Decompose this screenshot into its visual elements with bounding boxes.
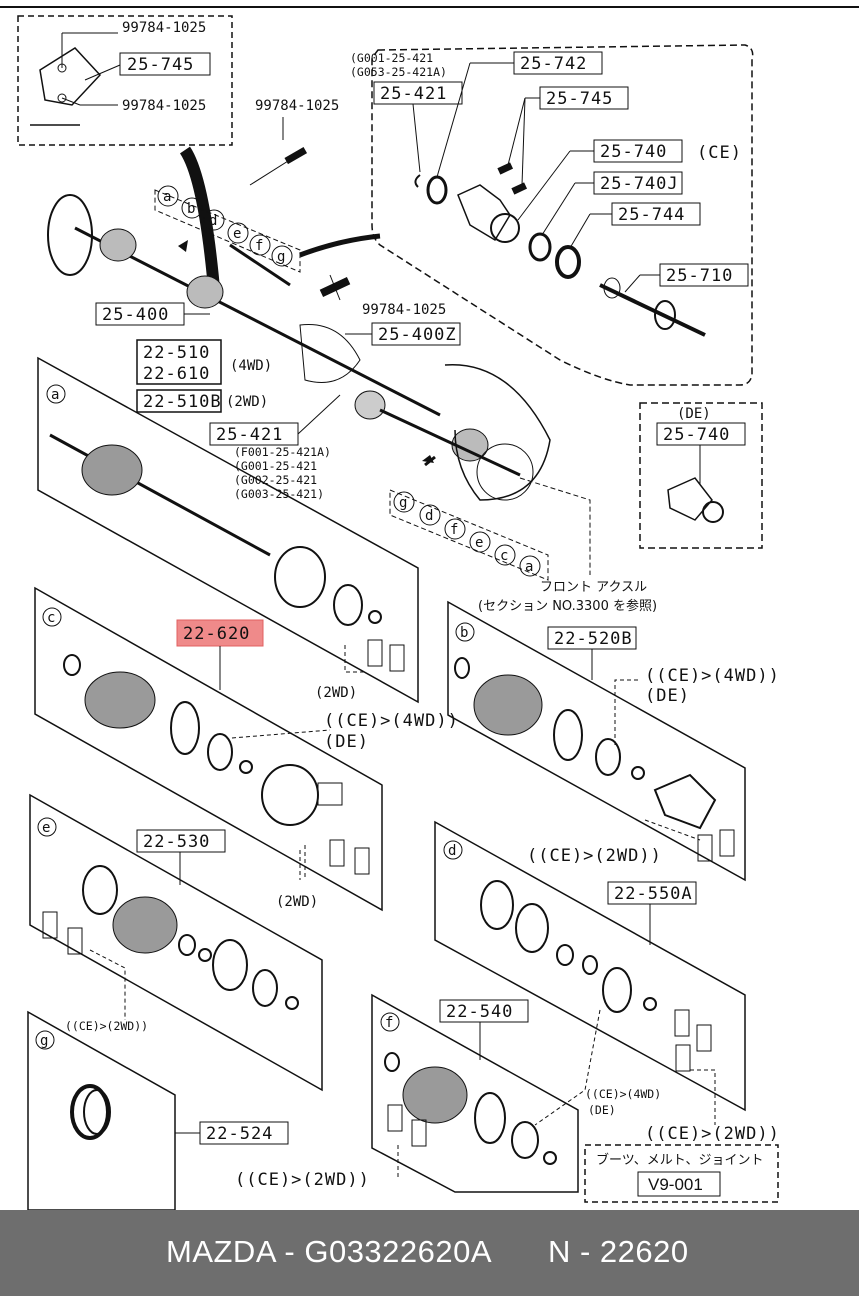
part-no-99784-inset-a: 99784-1025: [122, 20, 206, 36]
label-ce-2wd-panel-d: ((CE)>(2WD)): [527, 846, 662, 866]
label-ce-4wd-panel-f: ((CE)>(4WD): [585, 1087, 661, 1101]
code-g002: (G002-25-421: [234, 473, 317, 487]
front-axle-reference: フロント アクスル (セクション NO.3300 を参照): [478, 477, 657, 614]
part-no-25-745-inset: 25-745: [127, 55, 194, 75]
upper-labels: 99784-1025 99784-1025 25-400 25-400Z 22-…: [95, 98, 461, 501]
part-no-22-510B: 22-510B: [143, 392, 222, 412]
joint-index-lower: g d f e c a: [389, 489, 549, 581]
letter-g-lower: g: [399, 495, 407, 511]
panel-e-letter: e: [42, 820, 50, 836]
code-g003: (G003-25-421): [234, 487, 324, 501]
part-no-25-740J: 25-740J: [600, 174, 679, 194]
part-no-22-610: 22-610: [143, 364, 210, 384]
letter-e-upper: e: [233, 226, 241, 242]
label-ce-2wd-panel-f: ((CE)>(2WD)): [235, 1170, 370, 1190]
part-no-25-744: 25-744: [618, 205, 685, 225]
label-2wd-panel-a: (2WD): [315, 685, 357, 701]
footer-part-number: MAZDA - G03322620A: [166, 1234, 493, 1269]
panel-a: a (2WD): [37, 356, 419, 704]
highlighted-part-22-620: [177, 620, 263, 646]
panel-f: f 22-540 ((CE)>(4WD) (DE) ((CE)>(2WD)): [235, 993, 661, 1193]
code-g001-a: (G001-25-421: [350, 51, 433, 65]
part-no-25-710: 25-710: [666, 266, 733, 286]
part-no-22-520B: 22-520B: [554, 629, 633, 649]
part-no-99784-lower: 99784-1025: [362, 302, 446, 318]
label-de-panel-f: (DE): [588, 1103, 616, 1117]
part-no-99784-inset-b: 99784-1025: [122, 98, 206, 114]
panel-g-letter: g: [40, 1033, 48, 1049]
part-no-22-524: 22-524: [206, 1124, 273, 1144]
panel-c: c 22-620 ((CE)>(4WD)) (DE): [34, 586, 459, 912]
letter-f-upper: f: [255, 238, 263, 254]
boots-note-jp: ブーツ、メルト、ジョイント: [596, 1152, 763, 1168]
label-de-panel-c: (DE): [324, 732, 369, 752]
label-ce-4wd-panel-b: ((CE)>(4WD)): [645, 666, 780, 686]
part-no-25-740-de: 25-740: [663, 425, 730, 445]
panel-b: b 22-520B ((CE)>(4WD)) (DE): [447, 600, 780, 882]
code-f001: (F001-25-421A): [234, 445, 331, 459]
part-no-22-510: 22-510: [143, 343, 210, 363]
part-no-25-740: 25-740: [600, 142, 667, 162]
part-no-25-400Z: 25-400Z: [378, 325, 457, 345]
v9-reference-box: ((CE)>(2WD)) ブーツ、メルト、ジョイント V9-001: [584, 1124, 780, 1203]
letter-a-lower: a: [525, 559, 533, 575]
code-g001-b: (G001-25-421: [234, 459, 317, 473]
part-no-25-400: 25-400: [102, 305, 169, 325]
code-g053: (G053-25-421A): [350, 65, 447, 79]
part-no-22-540: 22-540: [446, 1002, 513, 1022]
label-2wd-upper: (2WD): [226, 394, 268, 410]
label-ce-740: (CE): [697, 143, 742, 163]
joint-index-upper: a b d e f g: [154, 185, 301, 273]
part-no-v9-001: V9-001: [648, 1175, 703, 1194]
part-no-25-421-mid: 25-421: [216, 425, 283, 445]
front-axle-note: フロント アクスル: [540, 580, 647, 595]
panel-e: e 22-530 (2WD) ((CE)>(2WD)): [29, 793, 323, 1092]
letter-g-upper: g: [277, 249, 285, 265]
part-no-25-421-top: 25-421: [380, 84, 447, 104]
label-ce-2wd-v9: ((CE)>(2WD)): [645, 1124, 780, 1144]
panel-b-letter: b: [460, 625, 468, 641]
section-reference-note: (セクション NO.3300 を参照): [478, 598, 657, 614]
panel-a-letter: a: [51, 387, 59, 403]
de-variant-box: (DE) 25-740: [639, 402, 763, 549]
letter-d-lower: d: [425, 508, 433, 524]
label-ce-4wd-panel-c: ((CE)>(4WD)): [324, 711, 459, 731]
label-de-box: (DE): [677, 406, 711, 422]
exploded-parts-diagram: 99784-1025 25-745 99784-1025 a b d e f: [0, 6, 859, 1211]
letter-e-lower: e: [475, 535, 483, 551]
letter-f-lower: f: [450, 522, 458, 538]
panel-d: d ((CE)>(2WD)) 22-550A: [434, 820, 746, 1125]
part-no-25-742: 25-742: [520, 54, 587, 74]
part-no-99784-mid: 99784-1025: [255, 98, 339, 114]
panel-c-letter: c: [47, 610, 55, 626]
footer-code: N - 22620: [548, 1234, 689, 1269]
inset-bracket-box: 99784-1025 25-745 99784-1025: [17, 15, 233, 146]
part-no-22-620: 22-620: [183, 624, 250, 644]
footer-bar: MAZDA - G03322620A N - 22620: [0, 1210, 859, 1296]
main-shaft-assembly: [47, 146, 551, 501]
right-detail-group: (G001-25-421 (G053-25-421A) 25-421 25-74…: [350, 44, 754, 386]
part-no-25-745: 25-745: [546, 89, 613, 109]
label-2wd-panel-e: (2WD): [276, 894, 318, 910]
letter-d-upper: d: [209, 213, 217, 229]
letter-b-upper: b: [187, 201, 195, 217]
letter-a-upper: a: [163, 189, 171, 205]
panel-d-letter: d: [448, 843, 456, 859]
letter-c-lower: c: [500, 548, 508, 564]
part-no-22-530: 22-530: [143, 832, 210, 852]
label-4wd-upper: (4WD): [230, 358, 272, 374]
part-no-22-550A: 22-550A: [614, 884, 693, 904]
label-de-panel-b: (DE): [645, 686, 690, 706]
panel-f-letter: f: [385, 1015, 393, 1031]
label-ce-2wd-panel-e: ((CE)>(2WD)): [65, 1019, 148, 1033]
